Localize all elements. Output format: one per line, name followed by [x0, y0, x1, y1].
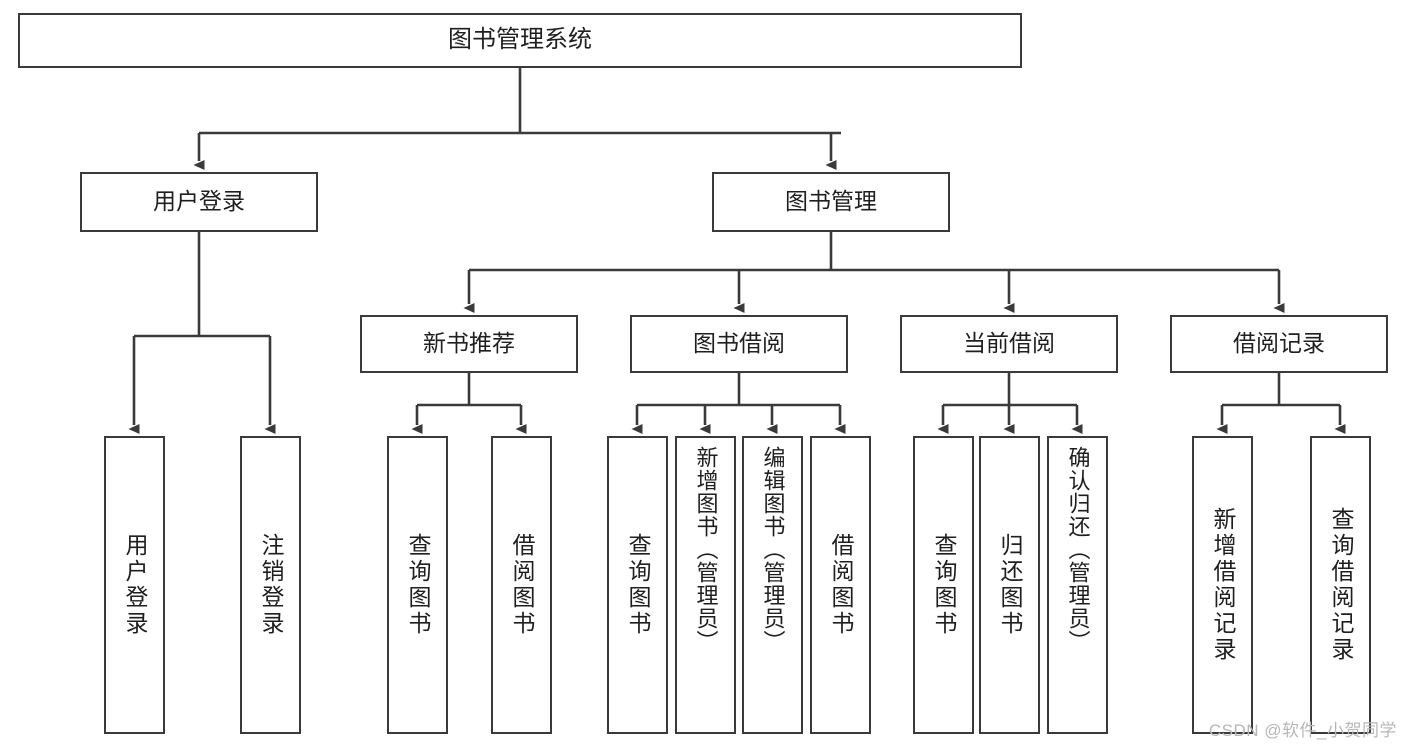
- node-label: 归还图书: [997, 533, 1023, 637]
- node-label: 查询图书: [931, 533, 957, 637]
- leaf-borrow-edit-book-admin[interactable]: 编辑图书（管理员）: [742, 436, 803, 734]
- node-root-system[interactable]: 图书管理系统: [18, 13, 1022, 68]
- node-borrow-record[interactable]: 借阅记录: [1170, 315, 1388, 373]
- node-label: 查询图书: [625, 533, 651, 637]
- node-label: 借阅图书: [509, 533, 535, 637]
- node-label: 借阅记录: [1233, 330, 1325, 357]
- node-user-login[interactable]: 用户登录: [80, 172, 318, 232]
- leaf-recommend-query-book[interactable]: 查询图书: [387, 436, 448, 734]
- node-new-book-recommend[interactable]: 新书推荐: [360, 315, 578, 373]
- node-label: 新增借阅记录: [1210, 507, 1236, 663]
- node-label: 查询图书: [405, 533, 431, 637]
- leaf-user-login-login[interactable]: 用户登录: [104, 436, 165, 734]
- node-current-borrow[interactable]: 当前借阅: [900, 315, 1118, 373]
- node-label: 确认归还（管理员）: [1065, 446, 1091, 653]
- leaf-user-login-logout[interactable]: 注销登录: [240, 436, 301, 734]
- leaf-recommend-borrow-book[interactable]: 借阅图书: [491, 436, 552, 734]
- leaf-borrow-add-book-admin[interactable]: 新增图书（管理员）: [675, 436, 736, 734]
- node-label: 新增图书（管理员）: [693, 446, 719, 653]
- leaf-borrow-query-book[interactable]: 查询图书: [607, 436, 668, 734]
- node-book-management[interactable]: 图书管理: [712, 172, 950, 232]
- leaf-current-return-book[interactable]: 归还图书: [979, 436, 1040, 734]
- node-label: 新书推荐: [423, 330, 515, 357]
- csdn-watermark: CSDN @软件_小贺同学: [1208, 721, 1397, 740]
- node-label: 图书管理系统: [448, 26, 592, 54]
- node-label: 用户登录: [122, 533, 148, 637]
- node-label: 图书管理: [785, 188, 877, 215]
- node-label: 用户登录: [153, 188, 245, 215]
- node-book-borrow[interactable]: 图书借阅: [630, 315, 848, 373]
- leaf-current-confirm-return-admin[interactable]: 确认归还（管理员）: [1047, 436, 1108, 734]
- leaf-current-query-book[interactable]: 查询图书: [913, 436, 974, 734]
- leaf-borrow-borrow-book[interactable]: 借阅图书: [810, 436, 871, 734]
- node-label: 借阅图书: [828, 533, 854, 637]
- leaf-record-query-record[interactable]: 查询借阅记录: [1310, 436, 1371, 734]
- node-label: 注销登录: [258, 533, 284, 637]
- node-label: 图书借阅: [693, 330, 785, 357]
- node-label: 查询借阅记录: [1328, 507, 1354, 663]
- leaf-record-add-record[interactable]: 新增借阅记录: [1192, 436, 1253, 734]
- node-label: 编辑图书（管理员）: [760, 446, 786, 653]
- node-label: 当前借阅: [963, 330, 1055, 357]
